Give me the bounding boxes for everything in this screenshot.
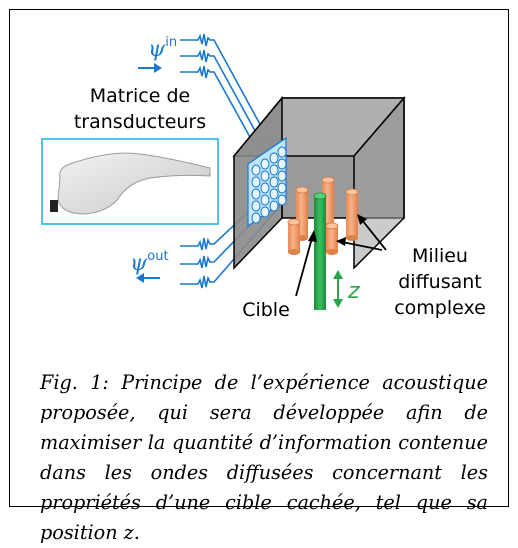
z-label: z [347, 279, 360, 304]
target-rod [313, 192, 327, 310]
transducer-label-line1: Matrice de [90, 85, 191, 107]
psi-out-label: ψout [130, 249, 169, 276]
scatterer-cylinder [345, 188, 359, 241]
target-label: Cible [242, 299, 290, 321]
medium-label-line1: Milieu [412, 245, 468, 267]
figure-caption: Fig. 1: Principe de l’expérience acousti… [40, 371, 488, 544]
figure-frame [9, 9, 509, 507]
z-axis-arrow [333, 270, 343, 308]
outgoing-arrow [136, 273, 160, 283]
experiment-diagram: ψin ψout Matrice de transducteurs [41, 33, 486, 321]
outgoing-signal-lines [180, 189, 281, 289]
scatterers [287, 176, 359, 255]
ultrasound-probe-illustration [50, 152, 211, 215]
transducer-array [247, 136, 287, 228]
psi-out-superscript: out [147, 249, 168, 264]
medium-label-line3: complexe [394, 297, 486, 319]
transducer-label-line2: transducteurs [74, 111, 206, 133]
medium-label-line2: diffusant [398, 271, 482, 293]
incoming-arrow [138, 63, 162, 73]
scatterer-cylinder [325, 222, 339, 255]
psi-in-superscript: in [165, 35, 177, 50]
psi-in-label: ψin [148, 35, 177, 62]
scatterer-cylinder [287, 218, 301, 255]
incoming-signal-lines [180, 33, 275, 167]
label-pointer-lines [295, 214, 387, 297]
